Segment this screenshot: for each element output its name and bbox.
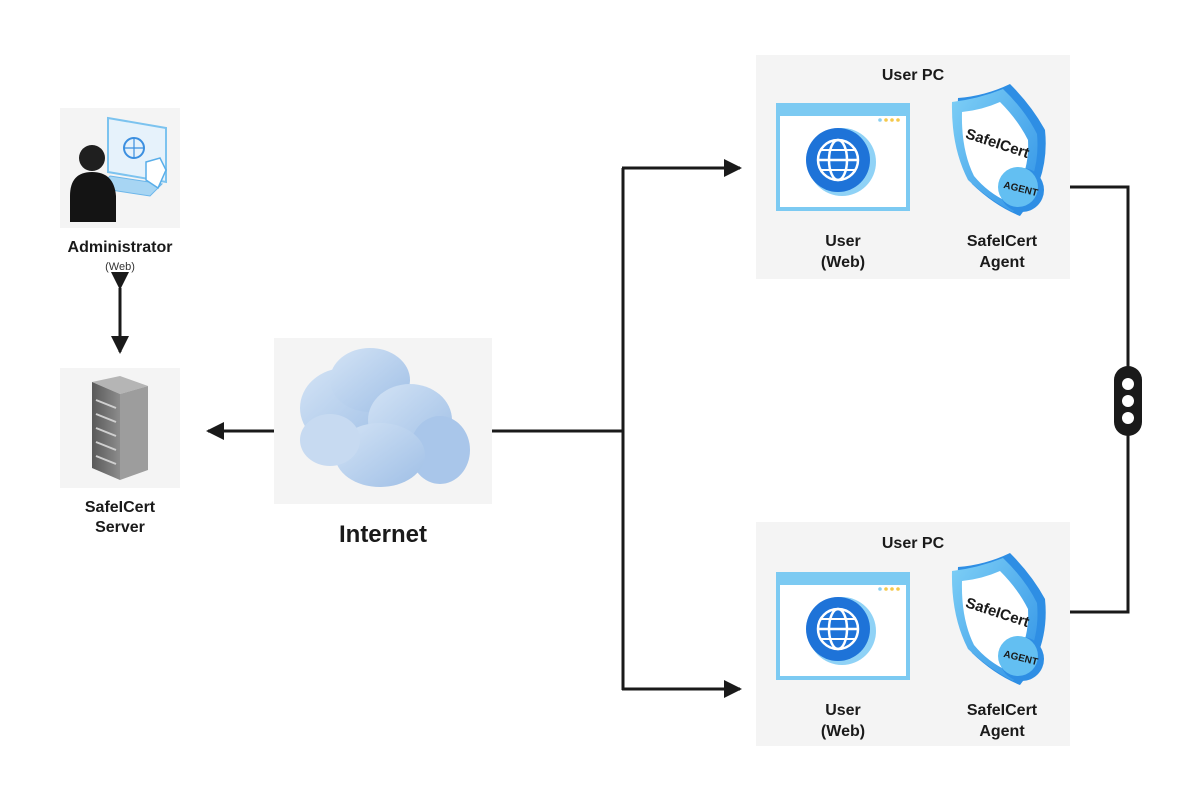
administrator-sublabel: (Web) xyxy=(105,261,135,273)
user-label-line2: (Web) xyxy=(821,723,865,740)
shield-icon: SafeICert AGENT xyxy=(951,84,1046,216)
administrator-node: Administrator (Web) xyxy=(60,108,180,273)
server-node: SafeICert Server xyxy=(60,368,180,536)
agent-label-line2: Agent xyxy=(979,254,1025,271)
internet-userpc-connectors xyxy=(492,159,742,698)
agent-label-line1: SafeICert xyxy=(967,702,1038,719)
user-pc-top-title: User PC xyxy=(882,67,945,84)
internet-label: Internet xyxy=(339,521,427,548)
user-pc-top: User PC SafeICert AGENT User (W xyxy=(756,55,1070,279)
agent-label-line2: Agent xyxy=(979,723,1025,740)
administrator-label: Administrator xyxy=(68,239,173,256)
browser-icon xyxy=(776,103,910,211)
agent-label-line1: SafeICert xyxy=(967,233,1038,250)
admin-user-icon xyxy=(70,116,167,222)
server-label-line1: SafeICert xyxy=(85,499,156,516)
agent-link-connector xyxy=(1070,185,1142,614)
internet-node: Internet xyxy=(274,338,492,548)
user-pc-bottom: User PC SafeICert AGENT User (W xyxy=(756,522,1070,746)
browser-icon xyxy=(776,572,910,680)
user-pc-bottom-title: User PC xyxy=(882,535,945,552)
user-label-line1: User xyxy=(825,233,861,250)
server-rack-icon xyxy=(92,376,148,480)
shield-icon: SafeICert AGENT xyxy=(951,553,1046,685)
server-label-line2: Server xyxy=(95,519,145,536)
user-label-line2: (Web) xyxy=(821,254,865,271)
user-label-line1: User xyxy=(825,702,861,719)
cloud-icon xyxy=(300,348,470,487)
